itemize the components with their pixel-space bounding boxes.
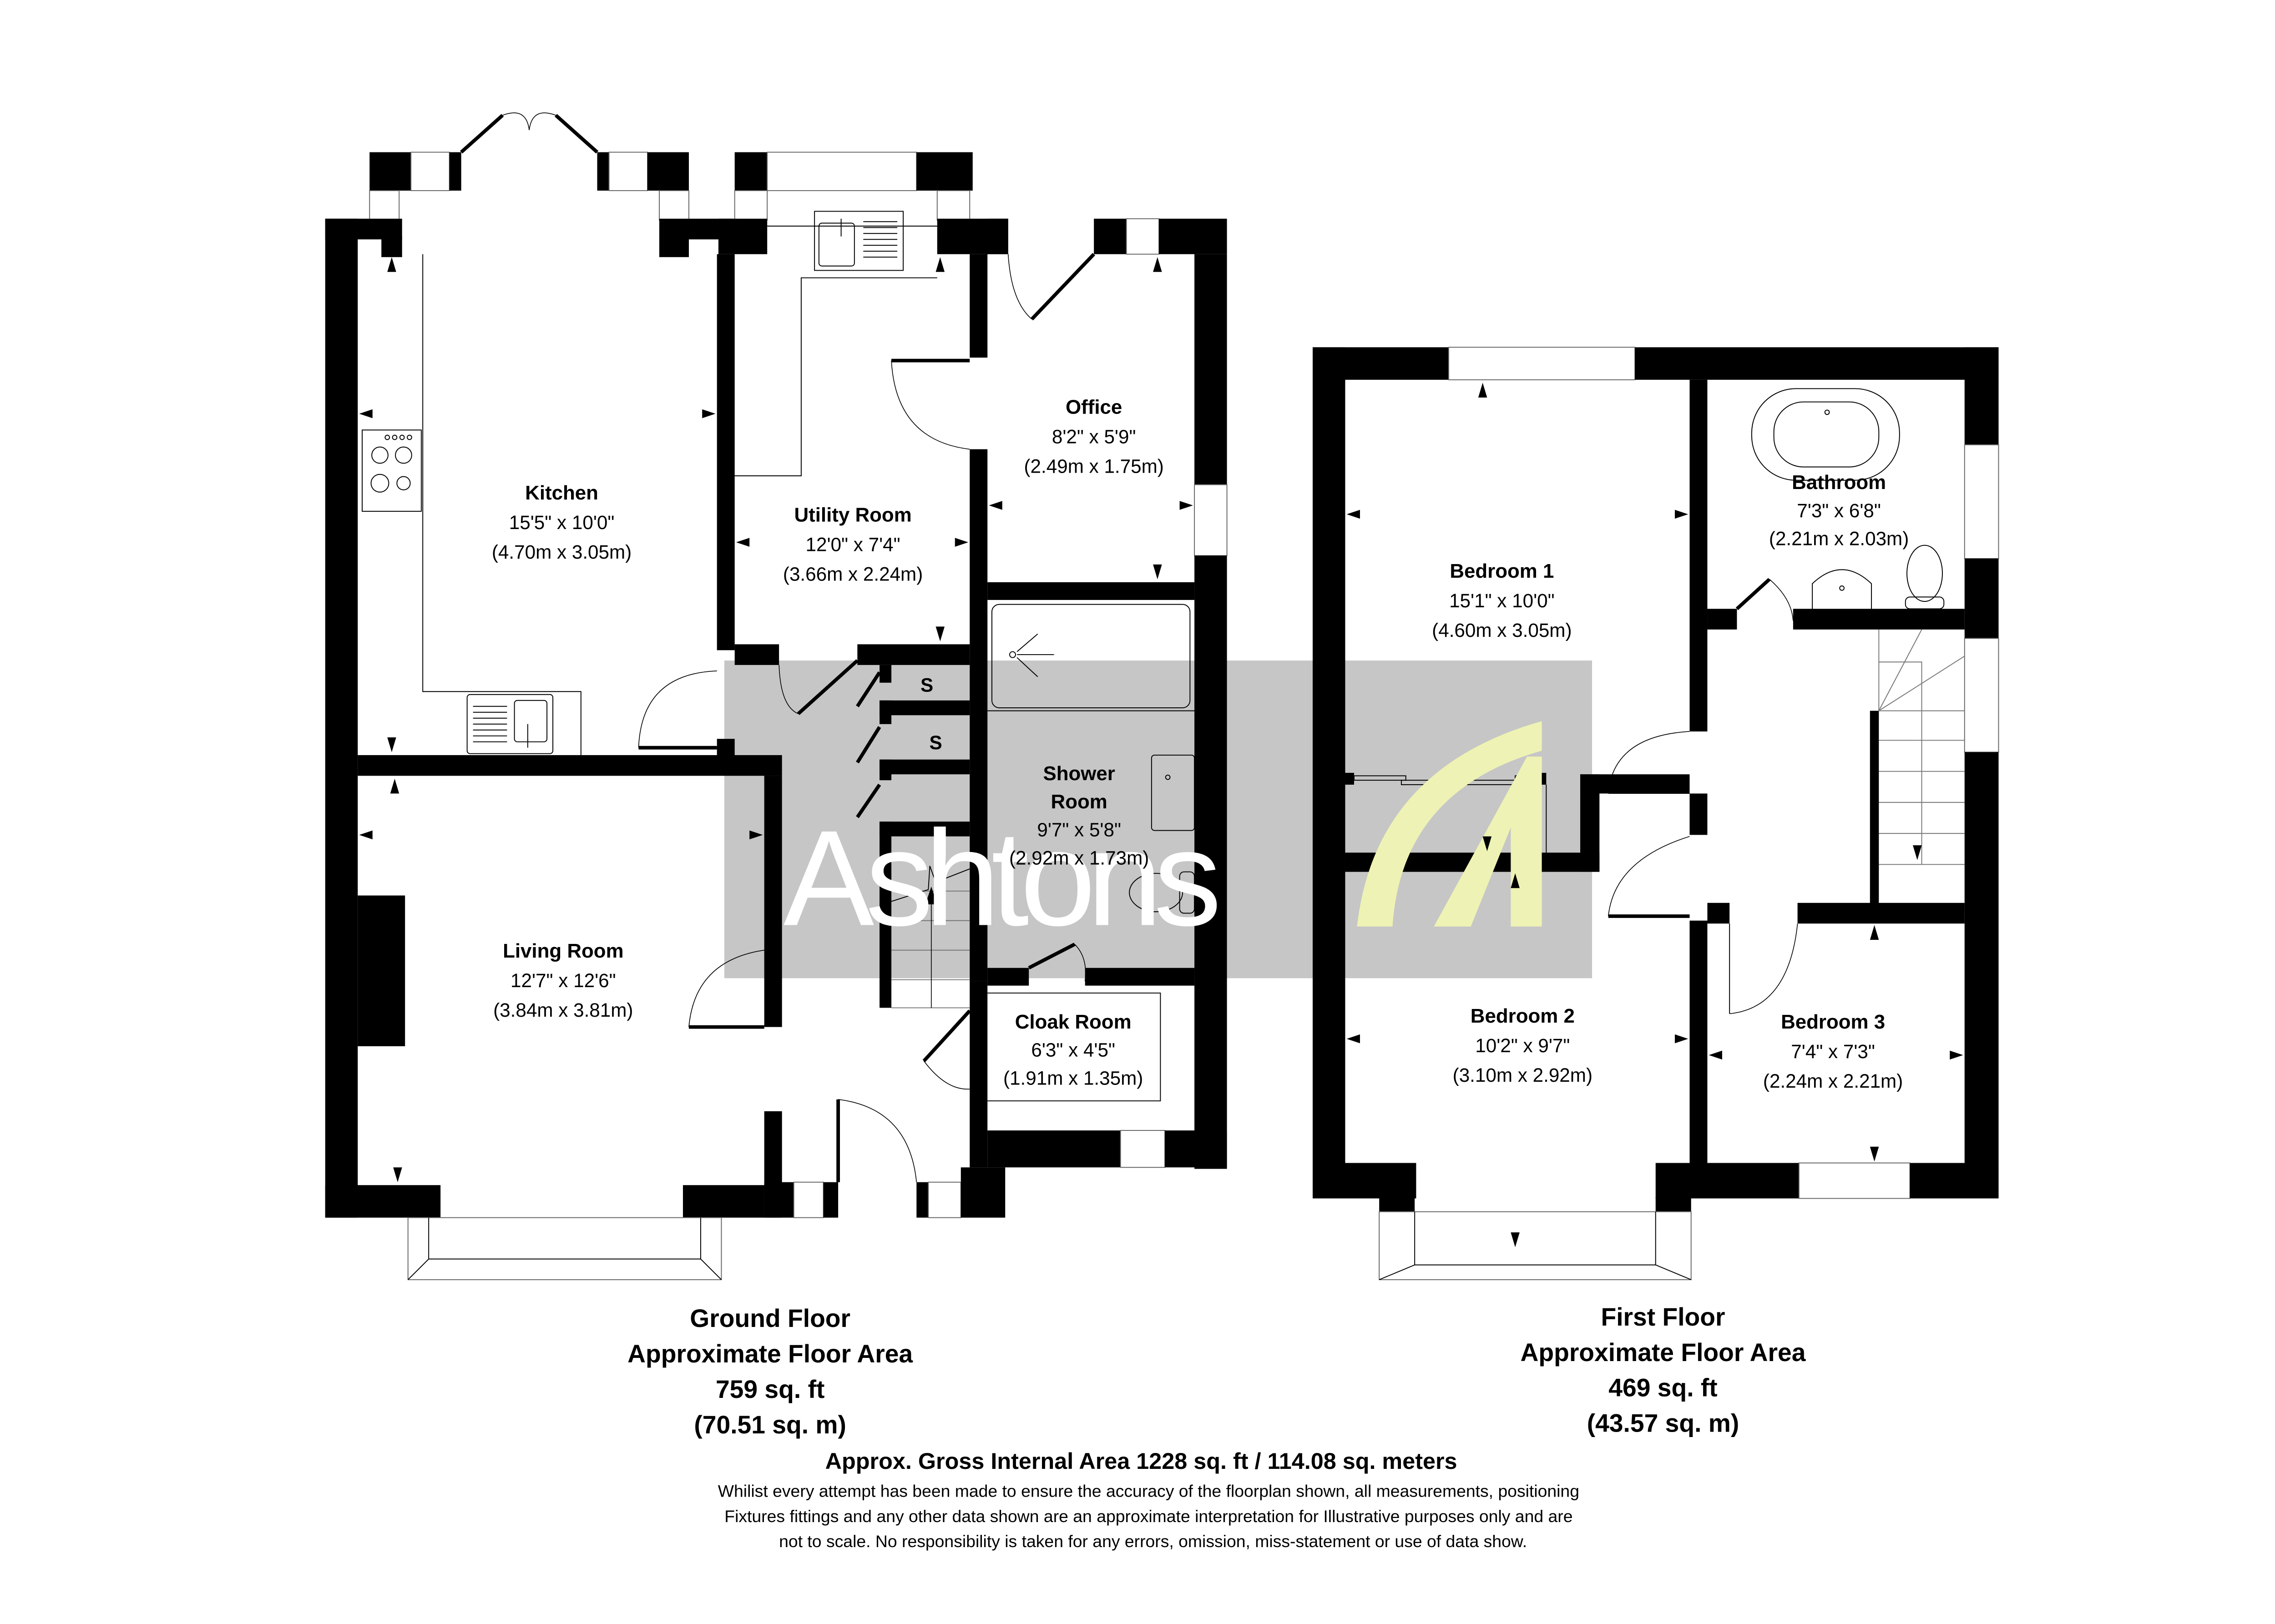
svg-text:(3.66m x 2.24m): (3.66m x 2.24m): [783, 564, 923, 585]
room-label-bedroom-1: Bedroom 1 15'1" x 10'0" (4.60m x 3.05m): [1432, 560, 1572, 641]
bath-toilet-icon: [1905, 545, 1945, 610]
svg-text:Approximate Floor Area: Approximate Floor Area: [627, 1340, 913, 1368]
svg-text:(4.70m x 3.05m): (4.70m x 3.05m): [492, 541, 632, 563]
svg-text:12'7" x 12'6": 12'7" x 12'6": [511, 970, 616, 991]
svg-text:(43.57 sq. m): (43.57 sq. m): [1587, 1409, 1739, 1437]
disclaimer-line-1: Whilist every attempt has been made to e…: [718, 1482, 1579, 1501]
ground-floor-plan: S S: [325, 112, 1228, 1281]
svg-text:Kitchen: Kitchen: [525, 482, 598, 504]
svg-text:9'7" x 5'8": 9'7" x 5'8": [1037, 819, 1121, 841]
svg-text:15'5" x 10'0": 15'5" x 10'0": [509, 512, 615, 533]
stairs-icon: [891, 866, 970, 1009]
first-floor-plan: [1313, 347, 1999, 1281]
svg-text:Living Room: Living Room: [503, 940, 624, 962]
svg-text:6'3" x 4'5": 6'3" x 4'5": [1031, 1039, 1115, 1061]
landing-stairs-icon: [1870, 629, 1965, 909]
room-label-bedroom-3: Bedroom 3 7'4" x 7'3" (2.24m x 2.21m): [1763, 1011, 1903, 1092]
svg-text:469 sq. ft: 469 sq. ft: [1608, 1374, 1717, 1402]
chimney-breast: [358, 895, 405, 1046]
room-label-living-room: Living Room 12'7" x 12'6" (3.84m x 3.81m…: [493, 940, 633, 1021]
svg-text:Ground Floor: Ground Floor: [690, 1304, 850, 1332]
ground-floor-dimension-arrows: [359, 257, 1193, 1182]
ground-floor-summary: Ground Floor Approximate Floor Area 759 …: [627, 1304, 913, 1439]
toilet-icon: [1129, 871, 1195, 914]
first-floor-dimension-arrows: [1346, 383, 1963, 1247]
room-label-bathroom: Bathroom 7'3" x 6'8" (2.21m x 2.03m): [1769, 471, 1909, 549]
room-label-shower-room: Shower Room 9'7" x 5'8" (2.92m x 1.73m): [1009, 762, 1149, 868]
svg-text:(1.91m x 1.35m): (1.91m x 1.35m): [1003, 1067, 1143, 1089]
svg-text:Approximate Floor Area: Approximate Floor Area: [1520, 1338, 1806, 1367]
first-floor-summary: First Floor Approximate Floor Area 469 s…: [1520, 1303, 1806, 1437]
svg-text:10'2" x 9'7": 10'2" x 9'7": [1475, 1035, 1570, 1056]
svg-text:First Floor: First Floor: [1601, 1303, 1725, 1331]
svg-text:Bedroom 2: Bedroom 2: [1471, 1005, 1575, 1027]
storage-label-1: S: [920, 674, 933, 696]
svg-text:Cloak Room: Cloak Room: [1015, 1011, 1132, 1033]
room-label-utility: Utility Room 12'0" x 7'4" (3.66m x 2.24m…: [783, 504, 923, 585]
svg-text:Office: Office: [1066, 396, 1122, 419]
room-label-cloak-room: Cloak Room 6'3" x 4'5" (1.91m x 1.35m): [1003, 1011, 1143, 1089]
svg-text:8'2" x 5'9": 8'2" x 5'9": [1052, 426, 1136, 448]
svg-text:Bedroom 3: Bedroom 3: [1781, 1011, 1885, 1033]
svg-text:(2.49m x 1.75m): (2.49m x 1.75m): [1024, 455, 1163, 477]
watermark-brand-text: Ashtons: [784, 802, 1218, 954]
svg-text:(2.92m x 1.73m): (2.92m x 1.73m): [1009, 847, 1149, 868]
svg-text:(70.51 sq. m): (70.51 sq. m): [694, 1411, 846, 1439]
svg-text:Utility Room: Utility Room: [794, 504, 911, 526]
svg-text:Shower: Shower: [1043, 762, 1115, 785]
svg-text:Bathroom: Bathroom: [1792, 471, 1886, 494]
disclaimer-line-3: not to scale. No responsibility is taken…: [779, 1532, 1527, 1551]
room-label-bedroom-2: Bedroom 2 10'2" x 9'7" (3.10m x 2.92m): [1453, 1005, 1592, 1086]
storage-label-2: S: [929, 732, 942, 753]
room-label-kitchen: Kitchen 15'5" x 10'0" (4.70m x 3.05m): [492, 482, 632, 563]
living-bay-window: [407, 1217, 722, 1281]
svg-text:(2.24m x 2.21m): (2.24m x 2.21m): [1763, 1070, 1903, 1092]
svg-text:(3.10m x 2.92m): (3.10m x 2.92m): [1453, 1064, 1592, 1086]
kitchen-rear-windows: [325, 112, 733, 257]
utility-sink-icon: [814, 211, 904, 271]
svg-text:(4.60m x 3.05m): (4.60m x 3.05m): [1432, 620, 1572, 641]
kitchen-sink-icon: [466, 694, 554, 754]
svg-text:Bedroom 1: Bedroom 1: [1450, 560, 1554, 582]
svg-text:7'4" x 7'3": 7'4" x 7'3": [1791, 1041, 1875, 1062]
gross-internal-area: Approx. Gross Internal Area 1228 sq. ft …: [825, 1448, 1457, 1474]
hob-icon: [361, 429, 422, 512]
svg-text:759 sq. ft: 759 sq. ft: [716, 1375, 824, 1403]
basin-icon: [1151, 754, 1195, 831]
svg-text:Room: Room: [1051, 791, 1107, 813]
footer: Approx. Gross Internal Area 1228 sq. ft …: [718, 1448, 1579, 1551]
svg-text:7'3" x 6'8": 7'3" x 6'8": [1797, 500, 1881, 521]
room-label-office: Office 8'2" x 5'9" (2.49m x 1.75m): [1024, 396, 1163, 477]
svg-text:(2.21m x 2.03m): (2.21m x 2.03m): [1769, 528, 1909, 550]
bathtub-icon: [1751, 388, 1900, 481]
ground-west-wall: [325, 218, 358, 1218]
svg-text:12'0" x 7'4": 12'0" x 7'4": [806, 534, 900, 555]
shower-tray-icon: [987, 604, 1195, 711]
svg-text:15'1" x 10'0": 15'1" x 10'0": [1449, 590, 1555, 611]
bedroom2-bay-window: [1379, 1211, 1692, 1281]
bath-basin-icon: [1812, 569, 1872, 610]
disclaimer-line-2: Fixtures fittings and any other data sho…: [724, 1507, 1572, 1526]
svg-text:(3.84m x 3.81m): (3.84m x 3.81m): [493, 999, 633, 1021]
